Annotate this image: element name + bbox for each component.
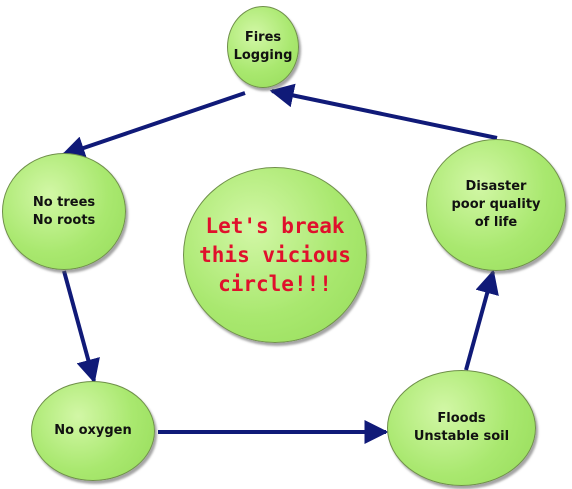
node-fires-logging: Fires Logging [227, 6, 299, 88]
node-disaster: Disaster poor quality of life [426, 139, 566, 271]
node-floods-line1: Floods [437, 411, 486, 426]
arrow-disaster-to-fires [269, 83, 498, 140]
center-line2: this vicious [199, 242, 351, 267]
node-disaster-line3: of life [474, 215, 518, 230]
arrow-floods-to-disaster [464, 269, 499, 371]
node-oxygen-line1: No oxygen [54, 423, 132, 438]
arrow-fires-to-trees [60, 91, 246, 160]
center-circle: Let's break this vicious circle!!! [183, 167, 367, 343]
node-fires-line2: Logging [233, 48, 293, 63]
node-fires-line1: Fires [244, 30, 282, 45]
node-floods-line2: Unstable soil [413, 429, 510, 444]
node-trees-line1: No trees [32, 194, 96, 210]
node-no-oxygen: No oxygen [31, 381, 155, 481]
node-no-trees-no-roots: No trees No roots [2, 153, 126, 270]
arrow-trees-to-oxygen [62, 270, 100, 384]
node-disaster-line2: poor quality [451, 197, 541, 212]
node-trees-line2: No roots [32, 212, 96, 228]
node-floods-unstable-soil: Floods Unstable soil [387, 370, 536, 486]
node-disaster-line1: Disaster [465, 179, 527, 194]
center-line3: circle!!! [218, 271, 332, 296]
center-line1: Let's break [205, 213, 345, 238]
